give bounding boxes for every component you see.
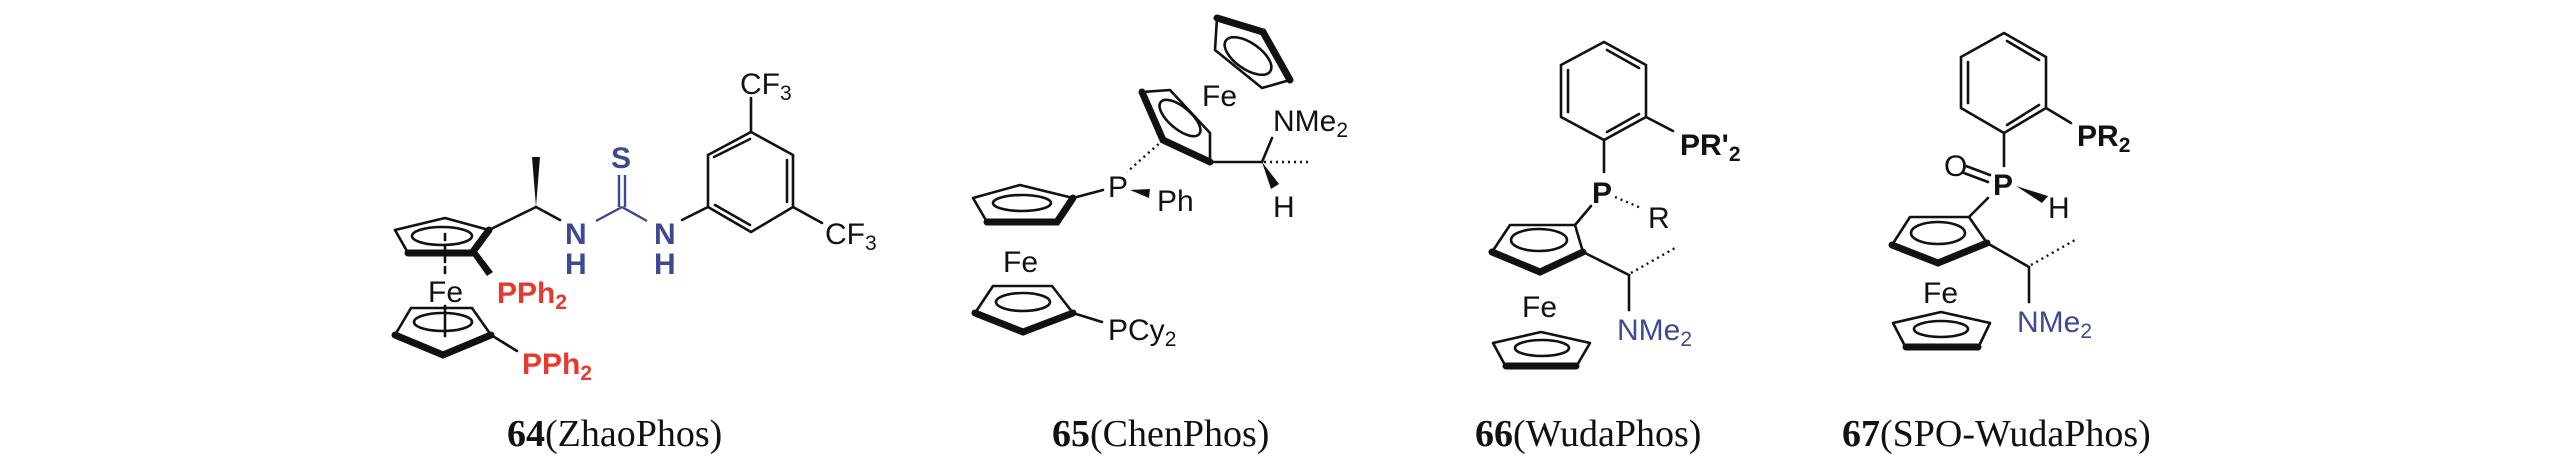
aromatic-double-bond <box>2005 103 2041 127</box>
benzene-ring <box>1959 31 2048 135</box>
h-atom: H <box>1273 191 1295 224</box>
cp-aromatic-circle <box>1158 98 1202 138</box>
p-atom: P <box>1108 171 1128 204</box>
cp-ring <box>1890 215 1989 265</box>
cp-ring-front-edge <box>1213 14 1294 84</box>
s-atom: S <box>611 142 631 175</box>
cp-aromatic-circle <box>1223 35 1273 77</box>
h-atom: H <box>654 248 676 281</box>
compound-64-zhaophos: Fe PPh2 PPh2 N H S N H CF3 CF3 64(ZhaoPh… <box>391 68 877 455</box>
fe-atom: Fe <box>1202 80 1237 113</box>
pph2-group-top: PPh2 <box>497 277 567 314</box>
hashed-methyl-bond <box>1630 246 1676 275</box>
bond <box>1985 241 2031 269</box>
cp-aromatic-circle <box>1909 220 1967 246</box>
bond <box>791 205 824 225</box>
h-atom: H <box>565 248 587 281</box>
bond <box>1260 136 1274 164</box>
bond <box>1967 196 1990 219</box>
compound-label: 67(SPO-WudaPhos) <box>1842 413 2151 455</box>
p-atom: P <box>1592 177 1612 210</box>
fe-atom: Fe <box>1923 277 1958 310</box>
wedge-bond <box>1130 189 1150 198</box>
aromatic-double-bond <box>2005 39 2041 62</box>
pr2-group: PR2 <box>2077 120 2130 157</box>
bond <box>534 205 562 222</box>
wedge-bond <box>470 250 493 276</box>
wedge-bond <box>2016 186 2048 203</box>
benzene-ring <box>706 130 795 234</box>
nme2-group: NMe2 <box>2017 306 2092 343</box>
compound-67-spo-wudaphos: PR2 P O H NMe2 Fe 67(SPO-WudaPhos) <box>1842 31 2151 455</box>
cp-aromatic-circle <box>410 225 474 247</box>
p-o-double-bond <box>1962 171 1990 184</box>
h-atom: H <box>2048 192 2070 225</box>
bond <box>680 205 710 222</box>
cf3-group-right: CF3 <box>825 218 877 255</box>
bond <box>1071 311 1104 324</box>
compound-65-chenphos: Fe NMe2 H P Ph Fe PCy2 65(ChenPhos) <box>971 14 1348 455</box>
n-atom: N <box>654 218 676 251</box>
bond <box>1581 250 1631 277</box>
cp-ring-front-edge <box>391 331 495 359</box>
cp-ring-front-edge <box>1488 248 1587 276</box>
o-atom: O <box>1944 150 1967 183</box>
wedge-bond <box>1262 162 1279 189</box>
r-group: R <box>1648 202 1670 235</box>
nme2-group: NMe2 <box>1273 105 1348 142</box>
hashed-bond <box>1126 139 1164 173</box>
compound-label: 64(ZhaoPhos) <box>507 413 722 455</box>
cp-aromatic-circle <box>1509 227 1569 253</box>
n-atom: N <box>565 218 587 251</box>
p-atom: P <box>1993 169 2013 202</box>
bond <box>621 205 648 223</box>
cp-aromatic-circle <box>991 193 1053 213</box>
cp-aromatic-circle <box>412 311 474 333</box>
bond <box>489 333 519 353</box>
fe-atom: Fe <box>1003 246 1038 279</box>
nme2-group: NMe2 <box>1617 314 1692 351</box>
hashed-bond <box>1614 195 1642 210</box>
cf3-group-top: CF3 <box>740 68 792 105</box>
bond <box>595 205 623 223</box>
ph-group: Ph <box>1157 185 1194 218</box>
aromatic-double-bond <box>1605 48 1641 70</box>
aromatic-double-bond <box>1605 112 1641 134</box>
aromatic-double-bond <box>713 203 752 227</box>
p-o-double-bond <box>1964 164 1992 177</box>
cp-aromatic-circle <box>1912 319 1970 339</box>
hashed-methyl-bond <box>2030 238 2076 267</box>
pph2-group-bottom: PPh2 <box>522 348 592 385</box>
compound-label: 65(ChenPhos) <box>1052 413 1269 455</box>
cp-ring-bottom <box>1891 310 1992 350</box>
fe-atom: Fe <box>428 276 463 309</box>
cp-ring-front-edge <box>1888 239 1991 267</box>
cp-ring-front-edge <box>983 194 1077 226</box>
cp-aromatic-circle <box>994 291 1052 313</box>
bond <box>1573 204 1593 227</box>
bond <box>1071 188 1105 200</box>
pr2-prime-group: PR'2 <box>1680 129 1741 166</box>
compound-66-wudaphos: PR'2 P R NMe2 Fe 66(WudaPhos) <box>1475 40 1741 455</box>
cp-aromatic-circle <box>1513 338 1571 358</box>
bond <box>2044 106 2073 125</box>
pcy2-group: PCy2 <box>1108 314 1176 351</box>
fe-atom: Fe <box>1522 291 1557 324</box>
bond <box>1644 115 1675 133</box>
cp-ring <box>1490 223 1585 274</box>
cp-ring-front-edge <box>971 309 1077 336</box>
methyl-wedge-bond <box>532 157 540 207</box>
compound-label: 66(WudaPhos) <box>1475 413 1701 455</box>
aromatic-double-bond <box>712 137 752 159</box>
benzene-ring <box>1559 40 1648 142</box>
cp-ring-bottom <box>1491 330 1592 369</box>
bond <box>487 205 538 232</box>
